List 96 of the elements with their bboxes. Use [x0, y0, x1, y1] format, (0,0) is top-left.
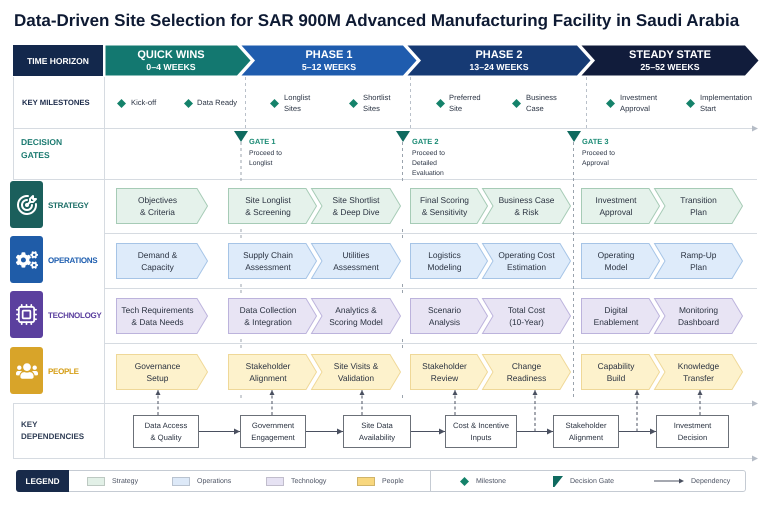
process-step: [654, 354, 743, 390]
process-step: [410, 354, 488, 390]
phase-title: PHASE 2: [475, 48, 523, 62]
arrow: [618, 428, 656, 434]
step-label: Data Collection & Integration: [238, 304, 298, 328]
step-label: Operating Model: [596, 249, 636, 273]
phase-band: [581, 45, 759, 76]
step-label: Site Visits & Validation: [333, 360, 379, 384]
process-step: [116, 354, 208, 390]
arrow: [410, 428, 446, 434]
step-label: Objectives & Criteria: [136, 194, 178, 218]
diagram-title: Data-Driven Site Selection for SAR 900M Advanced Manufacturing Facility in Saudi Arabia: [14, 10, 740, 32]
workstream-label: PEOPLE: [48, 367, 79, 377]
phase-duration: 5–12 WEEKS: [302, 62, 356, 72]
process-step: [116, 243, 208, 279]
dependency-box: [553, 415, 619, 448]
step-label: Demand & Capacity: [136, 249, 178, 273]
process-step: [581, 354, 660, 390]
process-step: [581, 298, 660, 334]
process-step: [228, 188, 317, 224]
step-label: Tech Requirements & Data Needs: [120, 304, 195, 328]
process-step: [311, 298, 401, 334]
arrow: [306, 428, 344, 434]
dashed-arrow: [270, 390, 274, 416]
process-step: [482, 188, 571, 224]
step-label: Operating Cost Estimation: [497, 249, 556, 273]
workstream-label: STRATEGY: [48, 201, 89, 211]
step-label: Transition Plan: [679, 194, 718, 218]
step-label: Final Scoring & Sensitivity: [419, 194, 470, 218]
workstream-label: TECHNOLOGY: [48, 311, 102, 321]
step-label: Utilities Assessment: [332, 249, 380, 273]
dashed-arrow: [452, 390, 458, 416]
legend-heading: LEGEND: [16, 470, 69, 492]
process-step: [482, 243, 571, 279]
step-label: Governance Setup: [134, 360, 182, 384]
dependency-box: [240, 415, 306, 448]
row-label: KEY DEPENDENCIES: [21, 419, 86, 443]
step-label: Knowledge Transfer: [676, 360, 720, 384]
process-step: [228, 243, 317, 279]
process-step: [482, 298, 571, 334]
dashed-arrow: [156, 390, 160, 416]
process-step: [116, 188, 208, 224]
dependency-box: [133, 415, 199, 448]
dependency-box: [343, 415, 411, 448]
process-step: [410, 243, 488, 279]
phase-title: STEADY STATE: [629, 48, 711, 62]
row-label: DECISION GATES: [21, 136, 64, 162]
step-label: Analytics & Scoring Model: [328, 304, 384, 328]
process-step: [116, 298, 208, 334]
step-label: Site Shortlist & Deep Dive: [331, 194, 380, 218]
phase-title: QUICK WINS: [137, 48, 205, 62]
dashed-arrow: [360, 390, 364, 416]
process-step: [654, 243, 743, 279]
process-step: [311, 188, 401, 224]
step-label: Investment Approval: [594, 194, 638, 218]
arrow: [516, 428, 554, 434]
arrow: [198, 428, 240, 434]
step-label: Capability Build: [596, 360, 636, 384]
row-header-label: TIME HORIZON: [27, 56, 89, 66]
process-step: [228, 298, 317, 334]
step-label: Stakeholder Alignment: [244, 360, 292, 384]
dependency-box: [656, 415, 729, 448]
step-label: Logistics Modeling: [426, 249, 462, 273]
phase-band: [241, 45, 417, 76]
step-label: Supply Chain Assessment: [242, 249, 294, 273]
process-step: [228, 354, 317, 390]
dashed-arrow: [532, 390, 538, 432]
phase-duration: 0–4 WEEKS: [146, 62, 196, 72]
step-label: Ramp-Up Plan: [680, 249, 718, 273]
process-step: [654, 188, 743, 224]
dependency-box: [445, 415, 517, 448]
process-step: [311, 354, 401, 390]
step-label: Digital Enablement: [592, 304, 640, 328]
process-step: [581, 243, 660, 279]
step-label: Monitoring Dashboard: [677, 304, 720, 328]
row-header-box: [13, 45, 103, 76]
process-step: [410, 298, 488, 334]
step-label: Change Readiness: [506, 360, 548, 384]
step-label: Stakeholder Review: [421, 360, 468, 384]
workstream-label: OPERATIONS: [48, 256, 98, 266]
process-step: [311, 243, 401, 279]
phase-band: [407, 45, 591, 76]
process-step: [581, 188, 660, 224]
process-step: [654, 298, 743, 334]
step-label: Scenario Analysis: [426, 304, 462, 328]
phase-band: [105, 45, 251, 76]
process-step: [482, 354, 571, 390]
phase-duration: 13–24 WEEKS: [469, 62, 529, 72]
step-label: Total Cost (10-Year): [506, 304, 546, 328]
dashed-arrow: [634, 390, 640, 432]
step-label: Business Case & Risk: [498, 194, 556, 218]
phase-title: PHASE 1: [305, 48, 353, 62]
phase-duration: 25–52 WEEKS: [640, 62, 700, 72]
process-step: [410, 188, 488, 224]
step-label: Site Longlist & Screening: [244, 194, 292, 218]
dashed-arrow: [698, 390, 702, 416]
